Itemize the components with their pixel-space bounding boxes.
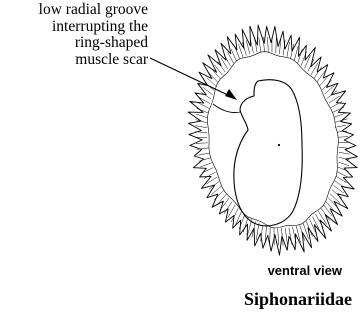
shell-rib	[224, 55, 230, 66]
annotation-line-2: interrupting the	[52, 18, 148, 35]
leader-arrow	[150, 58, 237, 100]
family-name: Siphonariidae	[244, 289, 352, 310]
shell-margin-outer	[188, 25, 357, 255]
shell-rib	[316, 214, 324, 228]
shell-rib	[231, 209, 238, 223]
shell-rib	[198, 153, 210, 155]
shell-rib	[339, 152, 350, 154]
shell-rib	[195, 126, 207, 128]
annotation-line-1: low radial groove	[39, 1, 148, 18]
shell-rib	[242, 42, 246, 55]
muscle-scar-ring	[234, 80, 302, 226]
shell-rib	[196, 143, 208, 144]
shell-rib	[321, 208, 330, 220]
shell-rib	[339, 147, 349, 148]
shell-rib	[270, 227, 271, 244]
shell-rib	[278, 228, 279, 245]
view-label: ventral view	[268, 263, 342, 278]
radial-groove-notch	[213, 104, 240, 113]
shell-rib	[196, 114, 207, 118]
shell-rib	[209, 182, 219, 190]
shell-rib	[198, 103, 209, 109]
shell-rib	[335, 181, 346, 188]
shell-rib	[311, 63, 318, 75]
shell-rib	[246, 40, 250, 54]
shell-rib	[231, 49, 237, 61]
shell-rib	[338, 162, 349, 166]
shell-rib	[313, 217, 320, 231]
shell-rib	[203, 87, 213, 95]
shell-rib	[200, 163, 212, 167]
shell-rib	[300, 225, 305, 241]
shell-margin-inner	[208, 52, 339, 228]
shell-rib	[337, 172, 348, 177]
apex-dot	[278, 144, 280, 146]
shell-rib	[291, 44, 294, 59]
annotation-line-3: ring-shaped	[75, 34, 148, 51]
shell-rib	[327, 91, 337, 99]
shell-rib	[308, 59, 315, 72]
shell-rib	[338, 137, 348, 138]
shell-rib	[239, 214, 245, 229]
shell-rib	[259, 37, 261, 52]
shell-rib	[276, 38, 277, 53]
shell-rib	[285, 228, 287, 245]
shell-rib	[268, 37, 269, 52]
shell-rib	[201, 92, 211, 99]
shell-outline	[188, 25, 357, 255]
shell-rib	[196, 120, 208, 123]
shell-rib	[337, 125, 346, 127]
shell-rib	[294, 46, 298, 60]
annotation-line-4: muscle scar	[75, 51, 148, 68]
shell-rib	[329, 96, 340, 103]
shell-rib	[326, 201, 335, 212]
shell-rib	[322, 80, 331, 90]
shell-rib	[334, 113, 346, 118]
